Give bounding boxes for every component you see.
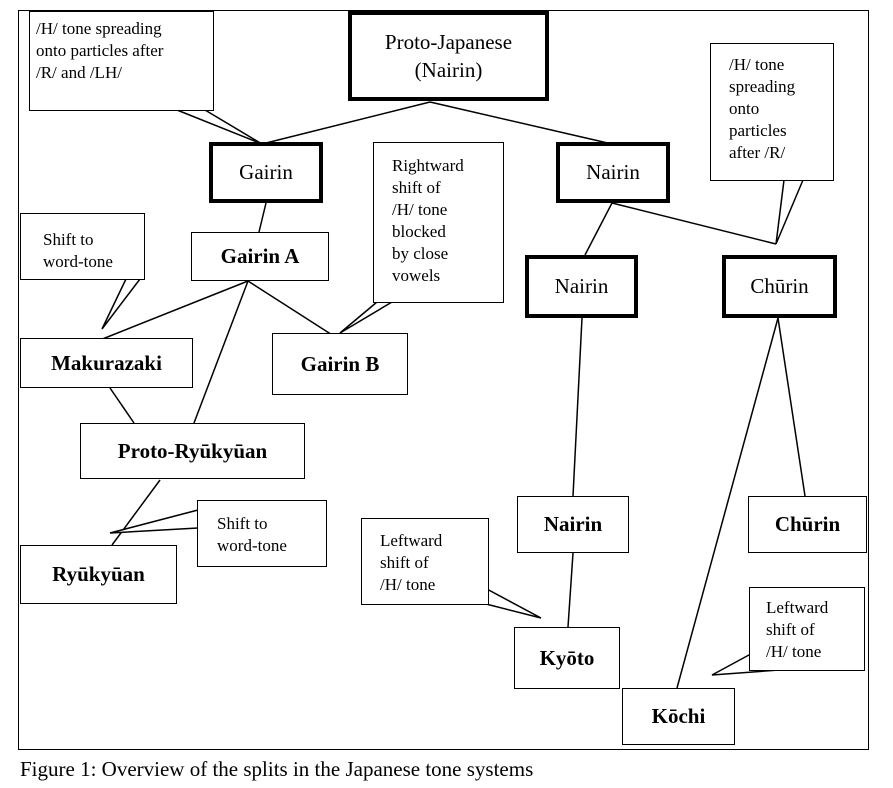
node-kochi-label: Kōchi (651, 704, 706, 728)
callout-leftward-shift-1-text: Leftward shift of /H/ tone (380, 531, 443, 594)
node-nairin-mid-label: Nairin (554, 274, 609, 298)
node-gairin-b-label: Gairin B (300, 351, 380, 376)
node-gairin-a: Gairin A (191, 232, 329, 281)
callout-h-spreading-r-lh-text: /H/ tone spreading onto particles after … (36, 19, 164, 82)
edge-churinmid-churinlow (777, 317, 806, 497)
edge-gairina-protoryukyuan (193, 280, 249, 424)
callout-rightward-shift: Rightward shift of /H/ tone blocked by c… (373, 142, 504, 303)
callout-tail-shift-word-tone-1 (101, 278, 141, 330)
callout-shift-word-tone-1: Shift to word-tone (20, 213, 145, 280)
node-proto-japanese: Proto-Japanese (Nairin) (348, 11, 549, 101)
node-gairin-a-label: Gairin A (220, 244, 300, 268)
callout-shift-word-tone-2: Shift to word-tone (197, 500, 327, 567)
callout-shift-word-tone-1-text: Shift to word-tone (43, 230, 113, 271)
node-proto-japanese-label: Proto-Japanese (Nairin) (384, 30, 513, 82)
callout-leftward-shift-2: Leftward shift of /H/ tone (749, 587, 865, 671)
node-churin-mid: Chūrin (722, 255, 837, 318)
callout-tail-shift-word-tone-2 (109, 509, 199, 534)
node-nairin-mid: Nairin (525, 255, 638, 318)
edge-nairinlow-kyoto (567, 552, 574, 628)
node-gairin-b: Gairin B (272, 333, 408, 395)
node-gairin: Gairin (209, 142, 323, 203)
node-makurazaki: Makurazaki (20, 338, 193, 388)
edge-nairin-nairinmid (584, 202, 613, 256)
node-ryukyuan: Ryūkyūan (20, 545, 177, 604)
callout-h-spreading-r-text: /H/ tone spreading onto particles after … (729, 55, 796, 162)
node-ryukyuan-label: Ryūkyūan (52, 562, 145, 586)
diagram-frame (18, 10, 869, 750)
figure-caption: Figure 1: Overview of the splits in the … (20, 757, 534, 781)
callout-tail-rightward-shift (339, 301, 393, 334)
node-nairin-top: Nairin (556, 142, 670, 203)
edge-gairin-gairina (258, 202, 267, 233)
node-nairin-low: Nairin (517, 496, 629, 553)
callout-h-spreading-r-lh: /H/ tone spreading onto particles after … (29, 11, 214, 111)
callout-leftward-shift-2-text: Leftward shift of /H/ tone (766, 598, 829, 661)
callout-tail-h-spreading-r-lh (176, 109, 263, 145)
node-nairin-top-label: Nairin (586, 160, 640, 184)
node-nairin-low-label: Nairin (543, 512, 603, 536)
edge-protoryukyuan-ryukyuan (111, 479, 161, 546)
callout-shift-word-tone-2-text: Shift to word-tone (217, 514, 287, 555)
node-makurazaki-label: Makurazaki (51, 350, 162, 375)
edge-nairinmid-nairinlow (572, 317, 583, 497)
node-kochi: Kōchi (622, 688, 735, 745)
callout-rightward-shift-text: Rightward shift of /H/ tone blocked by c… (392, 156, 464, 285)
node-gairin-label: Gairin (239, 160, 293, 184)
edge-nairin-churinmid (611, 202, 777, 245)
edge-gairina-makurazaki (99, 280, 249, 341)
edge-churinmid-kochi (676, 317, 779, 689)
node-churin-mid-label: Chūrin (750, 274, 809, 298)
edge-proto-gairin (261, 101, 431, 145)
edge-gairina-gairinb (247, 280, 341, 341)
callout-tail-h-spreading-r (775, 179, 804, 245)
node-churin-low-label: Chūrin (774, 512, 841, 536)
callout-leftward-shift-1: Leftward shift of /H/ tone (361, 518, 489, 605)
node-kyoto: Kyōto (514, 627, 620, 689)
node-kyoto-label: Kyōto (539, 645, 595, 670)
edge-makurazaki-protoryukyuan (109, 387, 135, 424)
node-churin-low: Chūrin (748, 496, 867, 553)
edge-proto-nairin (429, 101, 613, 145)
node-proto-ryukyuan: Proto-Ryūkyūan (80, 423, 305, 479)
callout-h-spreading-r: /H/ tone spreading onto particles after … (710, 43, 834, 181)
node-proto-ryukyuan-label: Proto-Ryūkyūan (117, 438, 268, 463)
